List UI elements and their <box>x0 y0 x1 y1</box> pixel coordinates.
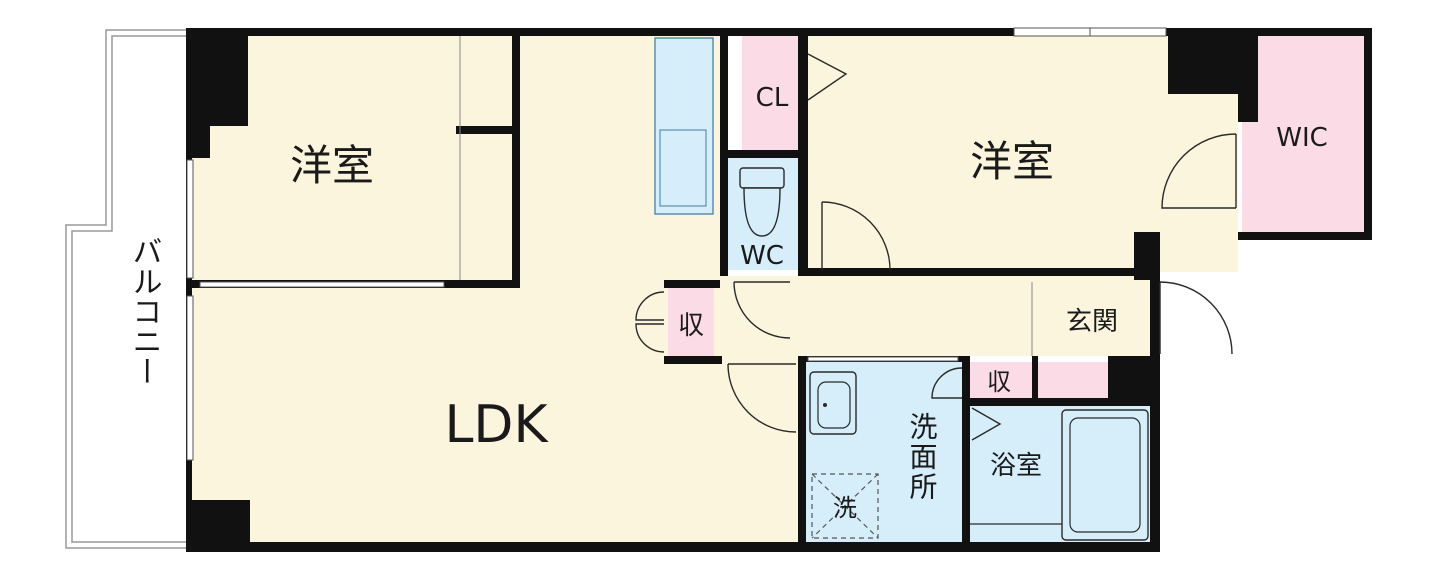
room-label-bathroom: 浴室 <box>990 451 1042 481</box>
room-label-closet: CL <box>756 83 789 113</box>
doors <box>635 53 1237 441</box>
windows <box>186 27 1167 461</box>
floor-areas <box>190 36 1364 542</box>
room-label-storage-ldk: 収 <box>678 311 704 341</box>
area-label-balcony: バルコニー <box>127 236 162 386</box>
room-label-ldk: LDK <box>444 395 549 455</box>
washing-machine-space <box>811 473 879 539</box>
room-label-toilet: WC <box>740 241 784 271</box>
toilet-fixture <box>739 167 785 237</box>
room-label-western-right: 洋室 <box>970 137 1054 186</box>
room-label-storage-hall: 収 <box>987 368 1011 396</box>
balcony <box>65 29 186 549</box>
room-label-western-left: 洋室 <box>290 141 374 190</box>
sink-fixture <box>809 371 857 435</box>
room-label-washroom: 洗面所 <box>906 412 939 502</box>
room-label-entrance: 玄関 <box>1066 307 1118 337</box>
bathtub <box>1061 409 1149 541</box>
fixture-label-washer: 洗 <box>833 494 857 522</box>
fixtures <box>739 167 1149 541</box>
labels: 洋室 洋室 LDK CL WIC WC 収 収 玄関 洗面所 浴室 洗 バルコニ… <box>127 83 1328 522</box>
room-label-wic: WIC <box>1276 123 1328 153</box>
